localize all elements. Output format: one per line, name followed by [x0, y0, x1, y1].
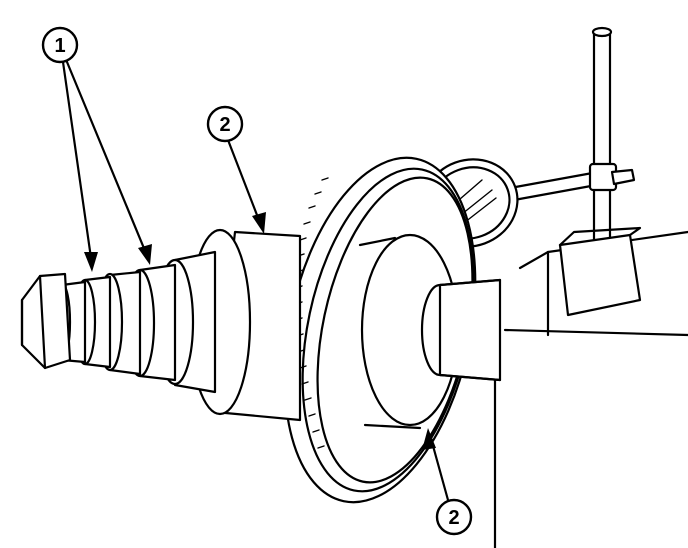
lathe-arbor [20, 228, 302, 422]
callout-2-upper: 2 [206, 105, 244, 143]
indicator-stand [508, 26, 642, 317]
callout-2-upper-label: 2 [219, 114, 230, 136]
leader-lines [61, 60, 450, 502]
callout-1: 1 [41, 26, 79, 64]
arrowheads [84, 212, 436, 450]
callout-2-lower: 2 [435, 498, 473, 536]
callout-1-label: 1 [54, 35, 65, 57]
callout-2-lower-label: 2 [448, 507, 459, 529]
brake-rotor [283, 156, 502, 504]
